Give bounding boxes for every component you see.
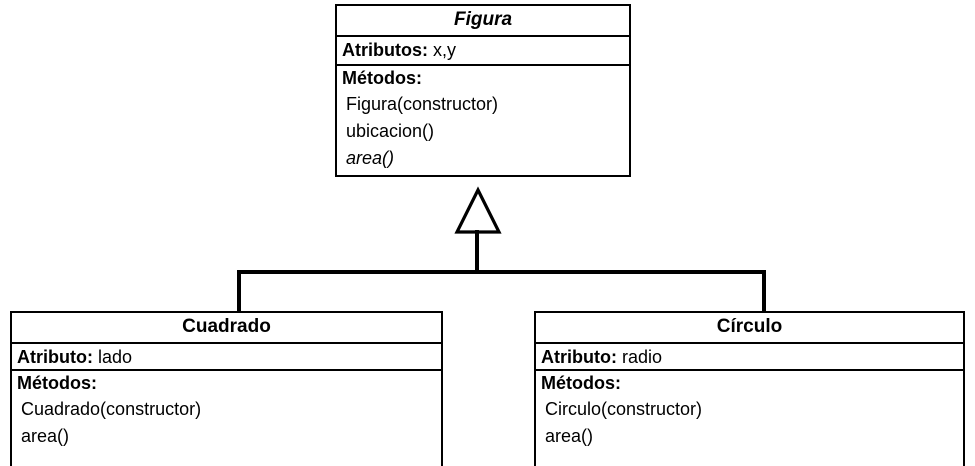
generalization-arrow-icon bbox=[454, 186, 502, 234]
class-box-figura[interactable]: Figura Atributos: x,y Métodos: Figura(co… bbox=[335, 4, 631, 177]
method-row-figura-constructor: Figura(constructor) bbox=[346, 94, 499, 114]
attributes-label-figura: Atributos: bbox=[342, 40, 428, 60]
methods-label-figura: Métodos: bbox=[342, 68, 422, 88]
class-methods-section-figura: Métodos: Figura(constructor) ubicacion()… bbox=[337, 66, 629, 175]
class-attributes-section-circulo: Atributo: radio bbox=[536, 344, 963, 371]
method-row-circulo-area: area() bbox=[545, 426, 594, 446]
generalization-stem bbox=[475, 230, 479, 274]
attribute-row-circulo: Atributo: radio bbox=[536, 344, 963, 370]
methods-label-circulo: Métodos: bbox=[541, 373, 621, 393]
class-attributes-section-cuadrado: Atributo: lado bbox=[12, 344, 441, 371]
generalization-drop-right bbox=[762, 270, 766, 313]
method-row-figura-ubicacion: ubicacion() bbox=[346, 121, 435, 141]
attributes-value-circulo: radio bbox=[622, 347, 663, 367]
class-title-figura: Figura bbox=[453, 9, 513, 30]
class-methods-section-circulo: Métodos: Circulo(constructor) area() bbox=[536, 371, 963, 466]
class-name-section-circulo: Círculo bbox=[536, 313, 963, 344]
generalization-drop-left bbox=[237, 270, 241, 313]
attributes-value-cuadrado: lado bbox=[98, 347, 133, 367]
class-name-section-figura: Figura bbox=[337, 6, 629, 37]
attribute-row-figura: Atributos: x,y bbox=[337, 37, 629, 63]
methods-label-cuadrado: Métodos: bbox=[17, 373, 97, 393]
class-box-cuadrado[interactable]: Cuadrado Atributo: lado Métodos: Cuadrad… bbox=[10, 311, 443, 466]
attributes-value-figura: x,y bbox=[433, 40, 457, 60]
class-methods-section-cuadrado: Métodos: Cuadrado(constructor) area() bbox=[12, 371, 441, 466]
method-row-figura-area: area() bbox=[346, 148, 395, 168]
method-row-cuadrado-area: area() bbox=[21, 426, 70, 446]
method-row-cuadrado-constructor: Cuadrado(constructor) bbox=[21, 399, 202, 419]
attributes-label-cuadrado: Atributo: bbox=[17, 347, 93, 367]
generalization-rail bbox=[237, 270, 766, 274]
class-title-circulo: Círculo bbox=[716, 316, 783, 337]
method-row-circulo-constructor: Circulo(constructor) bbox=[545, 399, 703, 419]
attributes-label-circulo: Atributo: bbox=[541, 347, 617, 367]
class-title-cuadrado: Cuadrado bbox=[182, 316, 271, 337]
class-attributes-section-figura: Atributos: x,y bbox=[337, 37, 629, 66]
attribute-row-cuadrado: Atributo: lado bbox=[12, 344, 441, 370]
class-name-section-cuadrado: Cuadrado bbox=[12, 313, 441, 344]
class-box-circulo[interactable]: Círculo Atributo: radio Métodos: Circulo… bbox=[534, 311, 965, 466]
